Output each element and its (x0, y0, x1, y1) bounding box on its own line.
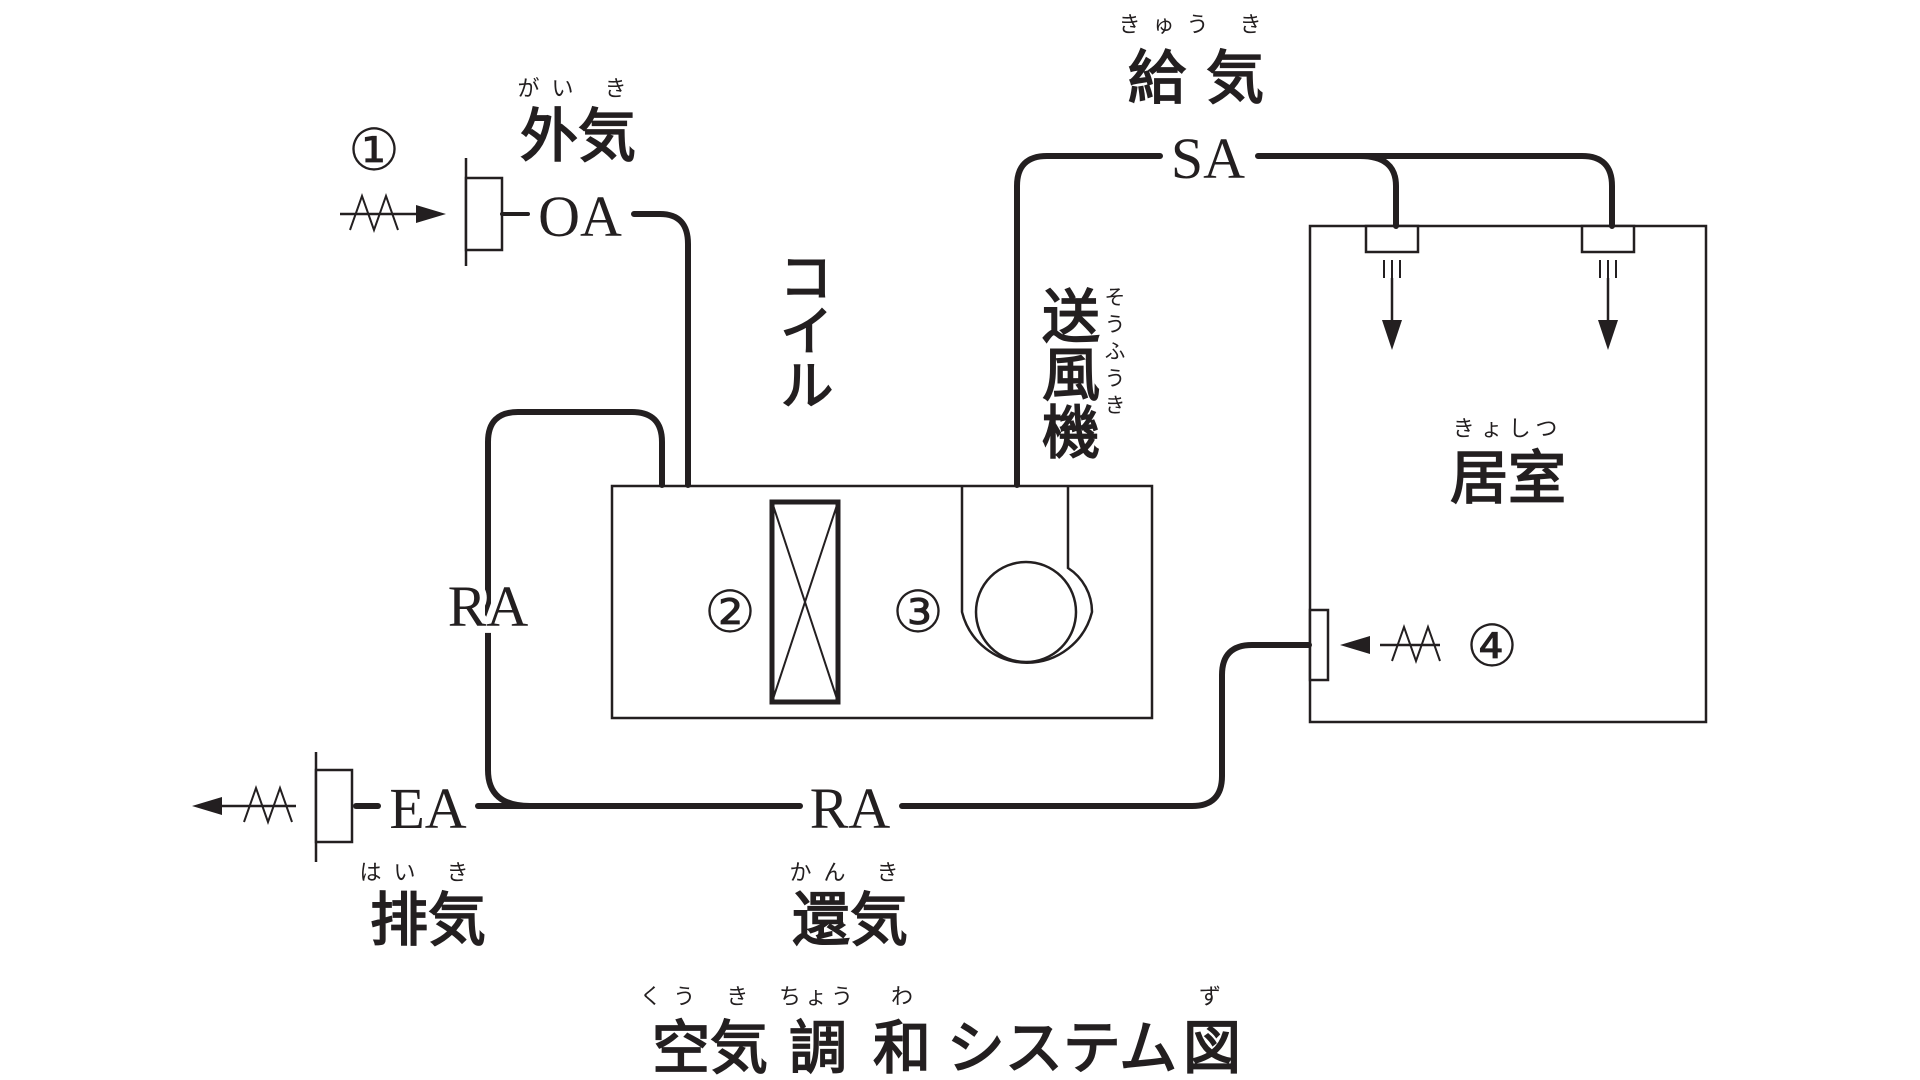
sa-label-ruby: きゅう き (1119, 13, 1274, 38)
ea-label: 排気 (370, 886, 486, 954)
oa-damper (464, 158, 530, 266)
fan-label: 送風機 (1032, 286, 1100, 460)
oa-intake-arrow (340, 192, 446, 234)
supply-diffuser-left (1364, 224, 1420, 350)
caption-wa-ruby: わ (891, 985, 913, 1010)
ea-label-ruby: はい き (360, 861, 481, 886)
oa-label-ruby: がい き (518, 77, 639, 102)
item-number-2: ② (704, 578, 756, 646)
oa-duct (631, 211, 691, 488)
coil-symbol (769, 499, 841, 705)
ra-vertical-duct (485, 409, 665, 809)
sa-branch-left (1357, 153, 1399, 229)
caption-zu: 図 (1183, 1014, 1241, 1080)
sa-label: 給 気 (1128, 44, 1264, 112)
fan-label-ruby: そうふうき (1102, 286, 1126, 421)
room-label-ruby: きょしつ (1453, 417, 1564, 442)
ea-code: EA (389, 776, 466, 841)
ea-exhaust-arrow (192, 784, 296, 826)
room-label: 居室 (1450, 444, 1566, 512)
item-number-1: ① (348, 116, 400, 184)
fan-symbol (960, 487, 1094, 664)
supply-diffuser-right (1580, 224, 1636, 350)
item-number-4: ④ (1466, 612, 1518, 680)
ra-label: 還気 (792, 886, 908, 954)
oa-label: 外気 (520, 102, 636, 170)
ra-code-vertical: RA (448, 574, 529, 639)
sa-duct-left (1014, 153, 1163, 488)
coil-label: コイル (770, 249, 834, 411)
ra-label-ruby: かん き (790, 861, 911, 886)
ra-code-bottom: RA (810, 776, 891, 841)
room-box (1308, 224, 1708, 724)
sa-duct-right (1255, 153, 1615, 229)
ra-bottom-duct-right (899, 642, 1312, 809)
caption-kuuki-ruby: くう き (640, 985, 761, 1010)
item-number-3: ③ (892, 578, 944, 646)
caption: くう き 空気 ちょう 調 わ 和 システム ず 図 (640, 985, 1241, 1080)
caption-system: システム (947, 1014, 1177, 1080)
caption-wa: 和 (873, 1014, 931, 1080)
caption-zu-ruby: ず (1199, 985, 1221, 1010)
sa-code: SA (1171, 126, 1245, 191)
caption-chou: 調 (789, 1014, 847, 1080)
caption-chou-ruby: ちょう (779, 985, 857, 1010)
ea-damper (314, 752, 354, 862)
caption-kuuki: 空気 (652, 1014, 768, 1080)
return-grille (1308, 608, 1330, 682)
oa-code: OA (538, 184, 622, 249)
room-return-arrow (1340, 623, 1441, 665)
